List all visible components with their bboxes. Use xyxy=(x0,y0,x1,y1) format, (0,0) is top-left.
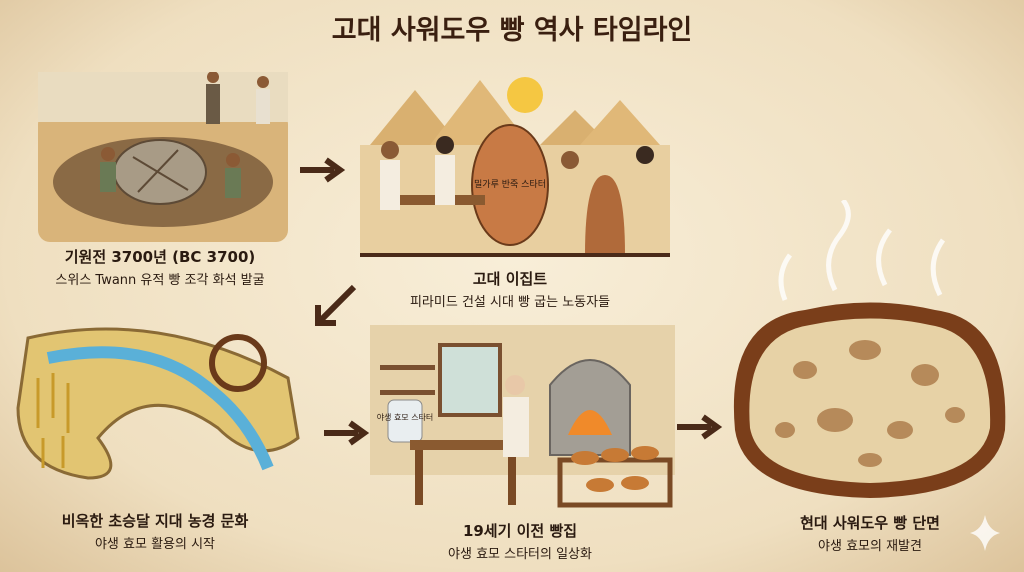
sparkle-icon xyxy=(970,515,1000,551)
stage-subtitle: 야생 효모 스타터의 일상화 xyxy=(448,547,592,562)
stage-subtitle: 야생 효모의 재발견 xyxy=(818,539,922,554)
stage-heading: 19세기 이전 빵집 xyxy=(462,522,578,540)
excavation-illustration xyxy=(38,72,288,242)
fertile-crescent-illustration xyxy=(16,327,300,480)
stage-caption-modern: 현대 사워도우 빵 단면 야생 효모의 재발견 xyxy=(720,512,1020,554)
stage-subtitle: 피라미드 건설 시대 빵 굽는 노동자들 xyxy=(409,295,611,310)
stage-heading: 기원전 3700년 (BC 3700) xyxy=(64,248,256,266)
stage-caption-crescent: 비옥한 초승달 지대 농경 문화 야생 효모 활용의 시작 xyxy=(5,510,305,552)
stage-heading: 비옥한 초승달 지대 농경 문화 xyxy=(61,512,249,530)
egypt-illustration: 밀가루 반죽 스타터 xyxy=(360,77,670,257)
sourdough-crumb-illustration xyxy=(733,200,1006,498)
bakery-illustration: 야생 효모 스타터 xyxy=(370,325,675,508)
arrow-right-icon xyxy=(324,420,370,446)
stage-caption-bc3700: 기원전 3700년 (BC 3700) 스위스 Twann 유적 빵 조각 화석… xyxy=(10,246,310,288)
page-title: 고대 사워도우 빵 역사 타임라인 xyxy=(331,15,693,46)
stage-caption-egypt: 고대 이집트 피라미드 건설 시대 빵 굽는 노동자들 xyxy=(350,268,670,310)
stage-heading: 고대 이집트 xyxy=(472,270,548,288)
jar-label: 밀가루 반죽 스타터 xyxy=(474,178,546,190)
stage-subtitle: 야생 효모 활용의 시작 xyxy=(94,537,216,552)
jar-label: 야생 효모 스타터 xyxy=(377,412,434,422)
arrow-right-icon xyxy=(677,414,723,440)
arrow-down-left-icon xyxy=(315,284,357,326)
stage-caption-bakery: 19세기 이전 빵집 야생 효모 스타터의 일상화 xyxy=(370,520,670,562)
arrow-right-icon xyxy=(300,157,346,183)
stage-subtitle: 스위스 Twann 유적 빵 조각 화석 발굴 xyxy=(55,273,265,288)
stage-heading: 현대 사워도우 빵 단면 xyxy=(800,514,940,532)
